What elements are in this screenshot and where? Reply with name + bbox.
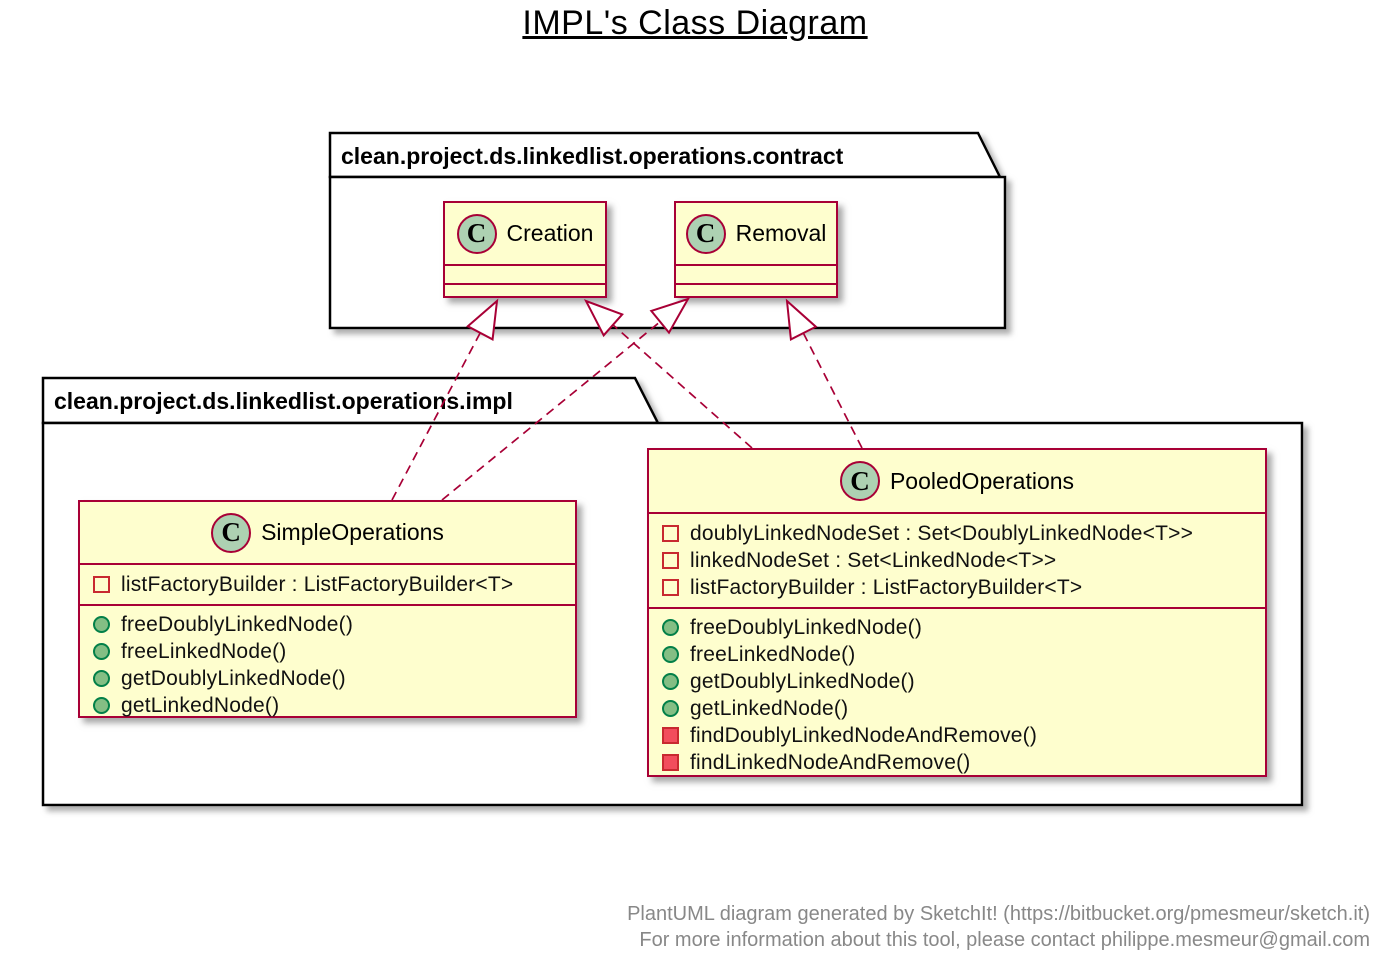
fields-compartment-empty [676,266,836,283]
public-method-icon [93,643,110,660]
field-row: linkedNodeSet : Set<LinkedNode<T>> [649,547,1265,574]
private-field-icon [662,579,679,596]
methods-compartment: freeDoublyLinkedNode() freeLinkedNode() … [649,607,1265,781]
realization-pooled-to-creation [583,299,753,449]
method-text: freeDoublyLinkedNode() [690,616,923,639]
class-badge-icon: C [839,461,880,501]
method-text: getLinkedNode() [121,694,280,717]
field-text: listFactoryBuilder : ListFactoryBuilder<… [690,576,1083,599]
method-row: getLinkedNode() [649,695,1265,722]
class-pooled-operations-name: PooledOperations [889,467,1075,494]
method-row: findDoublyLinkedNodeAndRemove() [649,722,1265,749]
methods-compartment-empty [445,283,605,296]
field-row: listFactoryBuilder : ListFactoryBuilder<… [649,574,1265,601]
class-pooled-operations-header: C PooledOperations [649,450,1265,514]
package-impl-name: clean.project.ds.linkedlist.operations.i… [54,388,513,414]
realization-pooled-to-removal [785,298,863,449]
class-simple-operations: C SimpleOperations listFactoryBuilder : … [78,500,577,718]
public-method-icon [93,697,110,714]
public-method-icon [662,700,679,717]
method-text: freeDoublyLinkedNode() [121,613,354,636]
methods-compartment-empty [676,283,836,296]
public-method-icon [662,646,679,663]
private-method-icon [662,727,679,744]
public-method-icon [93,670,110,687]
footer-line1: PlantUML diagram generated by SketchIt! … [627,903,1370,925]
field-text: linkedNodeSet : Set<LinkedNode<T>> [690,549,1057,572]
method-row: getDoublyLinkedNode() [649,668,1265,695]
public-method-icon [662,673,679,690]
class-creation: C Creation [443,201,607,298]
method-text: freeLinkedNode() [121,640,287,663]
class-badge-icon: C [456,213,497,254]
class-creation-header: C Creation [445,203,605,266]
footer-line2: For more information about this tool, pl… [639,929,1370,951]
class-badge-icon: C [211,512,252,553]
private-method-icon [662,754,679,771]
private-field-icon [662,552,679,569]
method-text: findDoublyLinkedNodeAndRemove() [690,724,1038,747]
method-text: getDoublyLinkedNode() [121,667,346,690]
method-row: freeDoublyLinkedNode() [80,611,575,638]
public-method-icon [662,619,679,636]
field-row: listFactoryBuilder : ListFactoryBuilder<… [80,571,575,598]
class-removal-header: C Removal [676,203,836,266]
class-creation-name: Creation [506,220,594,246]
package-contract-name: clean.project.ds.linkedlist.operations.c… [341,143,844,169]
method-row: getDoublyLinkedNode() [80,665,575,692]
public-method-icon [93,616,110,633]
private-field-icon [93,576,110,593]
class-removal-name: Removal [735,220,827,246]
fields-compartment-empty [445,266,605,283]
fields-compartment: doublyLinkedNodeSet : Set<DoublyLinkedNo… [649,514,1265,607]
field-text: doublyLinkedNodeSet : Set<DoublyLinkedNo… [690,522,1194,545]
class-removal: C Removal [674,201,838,298]
method-row: getLinkedNode() [80,692,575,719]
method-row: freeLinkedNode() [649,641,1265,668]
methods-compartment: freeDoublyLinkedNode() freeLinkedNode() … [80,604,575,724]
method-text: getDoublyLinkedNode() [690,670,915,693]
class-badge-icon: C [685,213,726,254]
method-row: freeLinkedNode() [80,638,575,665]
private-field-icon [662,525,679,542]
generator-footer: PlantUML diagram generated by SketchIt! … [627,901,1370,953]
method-text: getLinkedNode() [690,697,849,720]
method-text: findLinkedNodeAndRemove() [690,751,971,774]
field-row: doublyLinkedNodeSet : Set<DoublyLinkedNo… [649,520,1265,547]
class-pooled-operations: C PooledOperations doublyLinkedNodeSet :… [647,448,1267,777]
class-simple-operations-header: C SimpleOperations [80,502,575,565]
method-row: freeDoublyLinkedNode() [649,614,1265,641]
method-row: findLinkedNodeAndRemove() [649,749,1265,776]
field-text: listFactoryBuilder : ListFactoryBuilder<… [121,573,514,596]
fields-compartment: listFactoryBuilder : ListFactoryBuilder<… [80,565,575,604]
method-text: freeLinkedNode() [690,643,856,666]
class-simple-operations-name: SimpleOperations [261,519,444,545]
page-title: IMPL's Class Diagram [522,4,868,42]
